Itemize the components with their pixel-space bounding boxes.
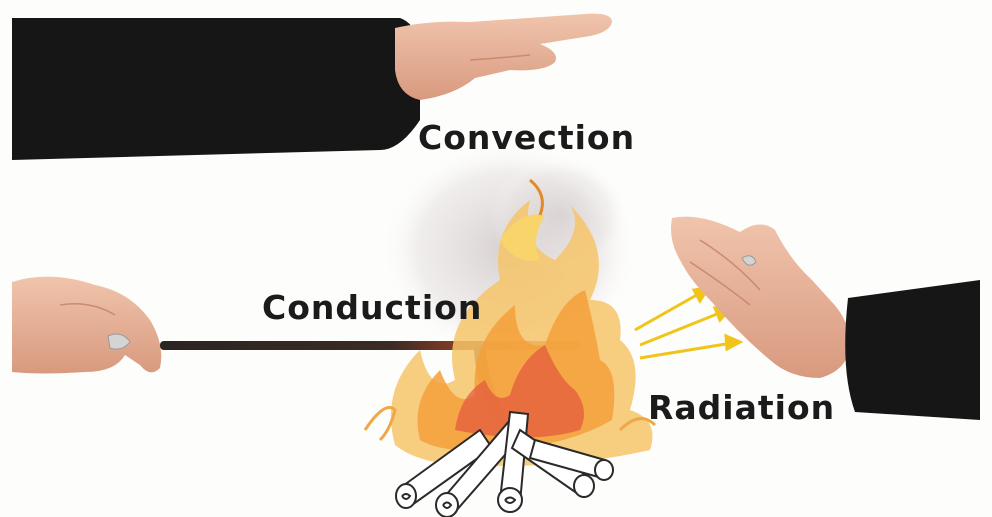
radiation-label: Radiation xyxy=(648,388,835,427)
left-hand-icon xyxy=(12,277,161,374)
conduction-label: Conduction xyxy=(262,288,482,327)
convection-label: Convection xyxy=(418,118,635,157)
